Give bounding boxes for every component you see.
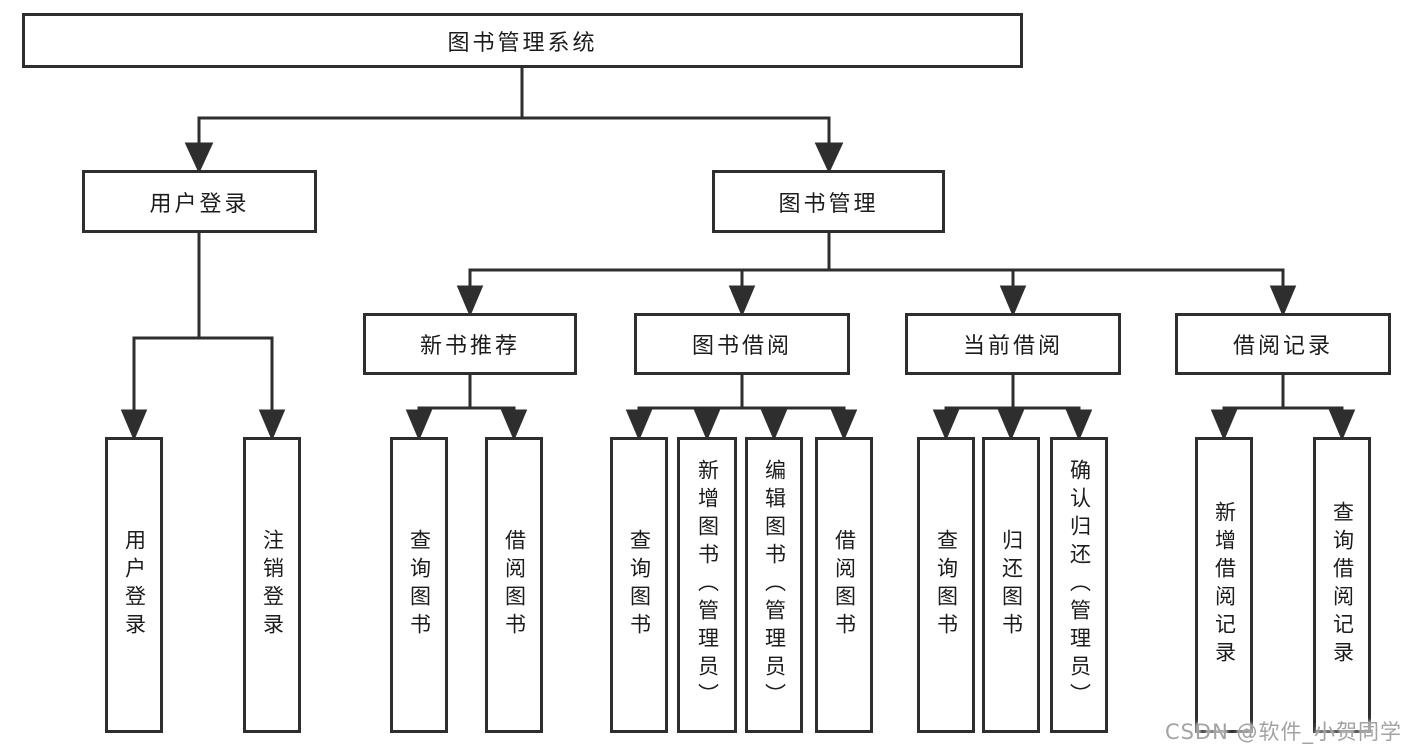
- node-label: 图书借阅: [691, 334, 792, 359]
- arrow-down-icon: [1269, 285, 1297, 317]
- leaf-label: 编辑图书（管理员）: [762, 459, 787, 711]
- node-new-book-recommend: 新书推荐: [363, 313, 577, 375]
- node-book-borrow: 图书借阅: [634, 313, 850, 375]
- arrow-down-icon: [456, 285, 484, 317]
- arrow-down-icon: [728, 285, 756, 317]
- leaf-query-books-borrow: 查询图书: [610, 437, 668, 733]
- leaf-label: 查询图书: [934, 529, 959, 641]
- node-borrow-records: 借阅记录: [1175, 313, 1391, 375]
- arrow-down-icon: [258, 409, 286, 441]
- leaf-label: 借阅图书: [502, 529, 527, 641]
- connector-borrow-to-leaves: [625, 373, 858, 441]
- connector-bookmgmt-to-level3: [456, 231, 1297, 317]
- arrow-down-icon: [1328, 409, 1356, 441]
- connector-records-to-leaves: [1210, 373, 1356, 441]
- arrow-down-icon: [830, 409, 858, 441]
- leaf-borrow-books-recommend: 借阅图书: [485, 437, 543, 733]
- connector-userlogin-to-leaves: [120, 231, 286, 441]
- leaf-add-book-admin: 新增图书（管理员）: [677, 437, 737, 733]
- node-label: 当前借阅: [962, 334, 1063, 359]
- node-label: 用户登录: [149, 191, 250, 217]
- leaf-label: 查询图书: [627, 529, 652, 641]
- arrow-down-icon: [932, 409, 960, 441]
- leaf-borrow-books: 借阅图书: [815, 437, 873, 733]
- arrow-down-icon: [814, 142, 844, 174]
- leaf-query-books-current: 查询图书: [917, 437, 975, 733]
- arrow-down-icon: [405, 409, 433, 441]
- connector-recommend-to-leaves: [405, 373, 528, 441]
- node-label: 借阅记录: [1232, 334, 1333, 359]
- leaf-logout: 注销登录: [243, 437, 301, 733]
- arrow-down-icon: [184, 142, 214, 174]
- arrow-down-icon: [500, 409, 528, 441]
- leaf-query-borrow-record: 查询借阅记录: [1313, 437, 1371, 733]
- leaf-label: 查询图书: [407, 529, 432, 641]
- node-label: 图书管理: [778, 191, 879, 217]
- arrow-down-icon: [625, 409, 653, 441]
- connector-current-to-leaves: [932, 373, 1093, 441]
- leaf-label: 用户登录: [122, 529, 147, 641]
- leaf-label: 查询借阅记录: [1330, 501, 1355, 669]
- connector-root-to-level2: [184, 66, 844, 174]
- watermark: CSDN @软件_小贺同学: [1164, 720, 1402, 744]
- arrow-down-icon: [1210, 409, 1238, 441]
- leaf-label: 确认归还（管理员）: [1067, 459, 1092, 711]
- arrow-down-icon: [120, 409, 148, 441]
- arrow-down-icon: [997, 409, 1025, 441]
- arrow-down-icon: [1065, 409, 1093, 441]
- leaf-add-borrow-record: 新增借阅记录: [1195, 437, 1253, 733]
- leaf-return-book: 归还图书: [982, 437, 1040, 733]
- arrow-down-icon: [760, 409, 788, 441]
- leaf-label: 新增借阅记录: [1212, 501, 1237, 669]
- node-user-login: 用户登录: [82, 170, 317, 233]
- node-book-management: 图书管理: [712, 170, 945, 233]
- leaf-label: 归还图书: [999, 529, 1024, 641]
- arrow-down-icon: [999, 285, 1027, 317]
- leaf-query-books-recommend: 查询图书: [390, 437, 448, 733]
- node-root-system: 图书管理系统: [22, 13, 1023, 68]
- leaf-user-login: 用户登录: [105, 437, 163, 733]
- leaf-label: 借阅图书: [832, 529, 857, 641]
- node-label: 图书管理系统: [447, 30, 598, 56]
- node-current-borrow: 当前借阅: [905, 313, 1121, 375]
- leaf-edit-book-admin: 编辑图书（管理员）: [745, 437, 803, 733]
- leaf-confirm-return-admin: 确认归还（管理员）: [1050, 437, 1108, 733]
- leaf-label: 新增图书（管理员）: [695, 459, 720, 711]
- node-label: 新书推荐: [419, 334, 520, 359]
- leaf-label: 注销登录: [260, 529, 285, 641]
- arrow-down-icon: [693, 409, 721, 441]
